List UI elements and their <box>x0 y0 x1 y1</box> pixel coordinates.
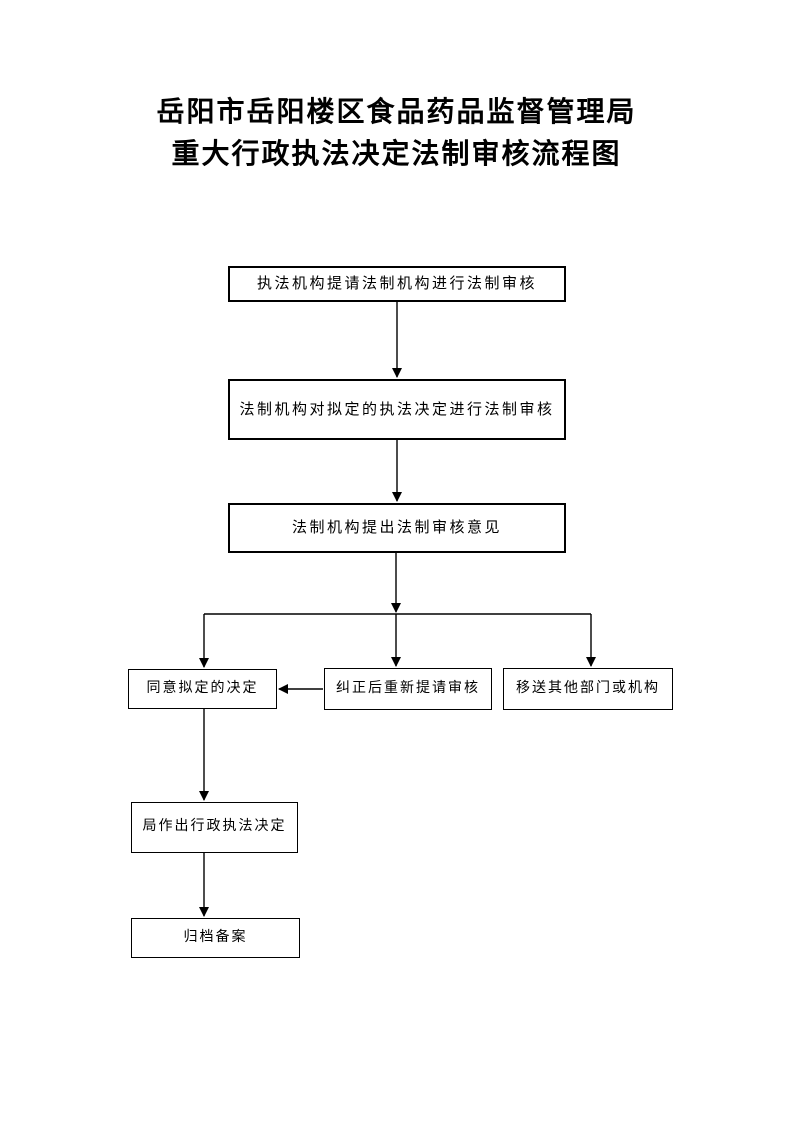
node-make-decision-label: 局作出行政执法决定 <box>142 819 287 835</box>
node-agree-decision: 同意拟定的决定 <box>128 669 277 709</box>
node-archive: 归档备案 <box>131 918 300 958</box>
title-line-2: 重大行政执法决定法制审核流程图 <box>171 139 622 170</box>
node-resubmit-after-correction-label: 纠正后重新提请审核 <box>336 680 480 696</box>
node-request-review-label: 执法机构提请法制机构进行法制审核 <box>256 276 537 292</box>
node-conduct-review: 法制机构对拟定的执法决定进行法制审核 <box>228 379 566 440</box>
document-title: 岳阳市岳阳楼区食品药品监督管理局 重大行政执法决定法制审核流程图 <box>0 92 793 176</box>
node-archive-label: 归档备案 <box>183 929 248 945</box>
node-conduct-review-label: 法制机构对拟定的执法决定进行法制审核 <box>239 401 555 418</box>
node-transfer-other: 移送其他部门或机构 <box>503 668 673 710</box>
node-issue-opinion: 法制机构提出法制审核意见 <box>228 503 566 553</box>
node-make-decision: 局作出行政执法决定 <box>131 802 298 853</box>
title-line-1: 岳阳市岳阳楼区食品药品监督管理局 <box>156 97 637 128</box>
node-transfer-other-label: 移送其他部门或机构 <box>516 680 660 696</box>
node-issue-opinion-label: 法制机构提出法制审核意见 <box>291 520 502 536</box>
node-resubmit-after-correction: 纠正后重新提请审核 <box>324 668 492 710</box>
node-request-review: 执法机构提请法制机构进行法制审核 <box>228 266 566 302</box>
node-agree-decision-label: 同意拟定的决定 <box>146 680 259 696</box>
